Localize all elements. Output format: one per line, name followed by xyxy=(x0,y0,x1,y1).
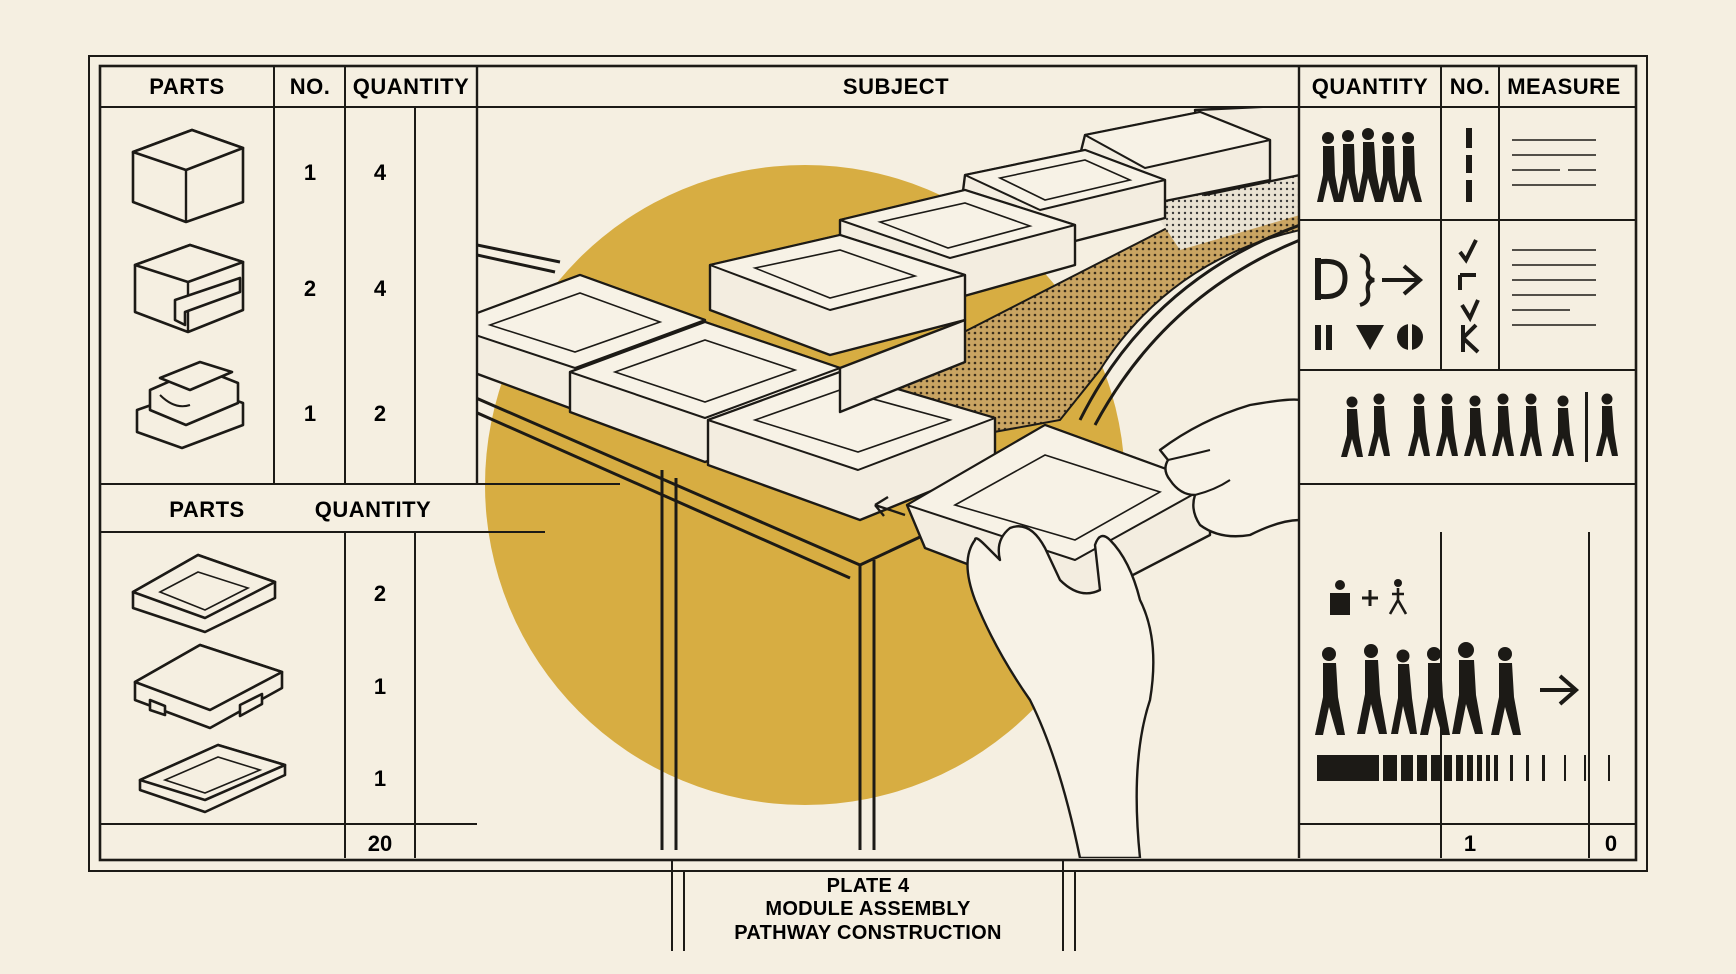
left-table-values: 1 4 2 4 1 2 2 1 1 20 xyxy=(304,160,392,856)
left-table-headers: PARTS NO. QUANTITY PARTS QUANTITY xyxy=(149,74,469,522)
row2-quantity: 4 xyxy=(374,276,387,301)
thin-slab-part-icon xyxy=(138,743,287,814)
front-tiles xyxy=(477,273,997,522)
hands xyxy=(966,398,1299,858)
row1-no: 1 xyxy=(304,160,316,185)
right-quantity-header: QUANTITY xyxy=(1312,74,1428,99)
lower-row2-quantity: 1 xyxy=(374,674,386,699)
lower-quantity-header: QUANTITY xyxy=(315,497,431,522)
measure-lines-icon-2 xyxy=(1512,249,1596,326)
lower-parts-header: PARTS xyxy=(169,497,244,522)
title-block: PLATE 4 MODULE ASSEMBLY PATHWAY CONSTRUC… xyxy=(734,875,1002,944)
cube-part-icon xyxy=(131,128,245,224)
left-quantity-header: QUANTITY xyxy=(353,74,469,99)
right-footer-no: 1 xyxy=(1464,831,1476,856)
total-value: 20 xyxy=(368,831,392,856)
progress-bars-icon xyxy=(1317,755,1610,781)
right-table-headers: QUANTITY NO. MEASURE xyxy=(1312,74,1621,99)
right-measure-header: MEASURE xyxy=(1507,74,1621,99)
tally-marks-icon xyxy=(1466,128,1472,202)
row2-no: 2 xyxy=(304,276,316,301)
plate-title: MODULE ASSEMBLY xyxy=(765,898,971,920)
row3-no: 1 xyxy=(304,401,316,426)
notched-block-part-icon xyxy=(133,243,245,334)
plate-subtitle: PATHWAY CONSTRUCTION xyxy=(734,922,1002,944)
walking-crowd-icon xyxy=(1341,392,1618,462)
group-walking-icon xyxy=(1315,642,1580,735)
walking-figures-icon xyxy=(1317,128,1422,202)
right-no-header: NO. xyxy=(1450,74,1491,99)
person-plus-walker-icon xyxy=(1330,579,1408,615)
insert-arrow xyxy=(874,495,906,517)
flat-tile-part-icon xyxy=(131,553,277,634)
lower-row3-quantity: 1 xyxy=(374,766,386,791)
right-footer-measure: 0 xyxy=(1605,831,1617,856)
plate-number: PLATE 4 xyxy=(827,875,910,897)
measure-lines-icon xyxy=(1512,139,1596,186)
row3-quantity: 2 xyxy=(374,401,386,426)
left-parts-header: PARTS xyxy=(149,74,224,99)
footed-tile-part-icon xyxy=(133,643,284,730)
checkmark-symbols-icon xyxy=(1458,239,1480,354)
lower-row1-quantity: 2 xyxy=(374,581,386,606)
subject-illustration xyxy=(477,107,1299,858)
left-no-header: NO. xyxy=(290,74,331,99)
subject-header: SUBJECT xyxy=(843,74,949,99)
row1-quantity: 4 xyxy=(374,160,387,185)
assembly-symbols-icon xyxy=(1315,253,1424,352)
stepped-block-part-icon xyxy=(135,360,245,450)
tile-row xyxy=(708,107,1299,357)
table-grid xyxy=(88,55,1648,951)
